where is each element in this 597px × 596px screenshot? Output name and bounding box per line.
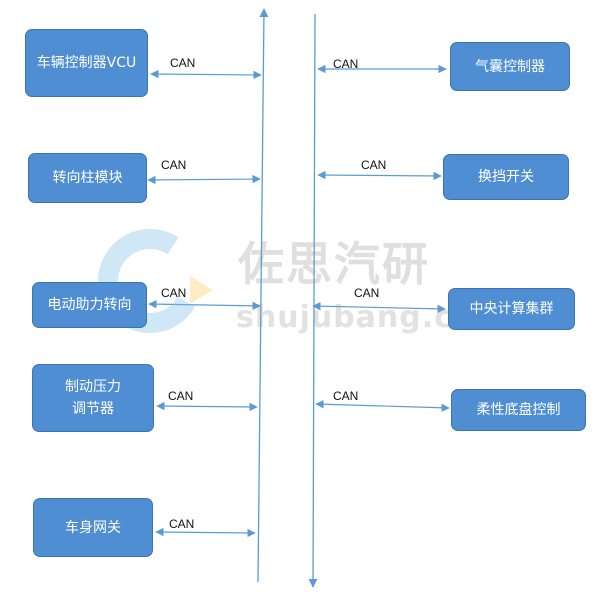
can-label-eps: CAN xyxy=(161,286,187,300)
node-gear-switch: 换挡开关 xyxy=(443,154,569,200)
node-body-gateway: 车身网关 xyxy=(33,498,153,557)
node-airbag: 气囊控制器 xyxy=(450,42,570,91)
node-eps: 电动助力转向 xyxy=(32,282,147,328)
can-label-brake-pressure: CAN xyxy=(168,389,194,403)
can-label-central-compute: CAN xyxy=(354,286,380,300)
left-connector-eps xyxy=(148,299,261,311)
node-flexible-chassis: 柔性底盘控制 xyxy=(451,389,586,431)
can-label-flexible-chassis: CAN xyxy=(333,389,359,403)
watermark-title: 佐思汽研 xyxy=(238,237,430,291)
left-connector-body-gateway xyxy=(155,527,256,538)
can-label-airbag: CAN xyxy=(333,57,359,71)
right-connector-central-compute xyxy=(312,301,446,314)
node-central-compute: 中央计算集群 xyxy=(448,288,575,330)
left-connector-steering-column xyxy=(147,174,261,185)
can-label-body-gateway: CAN xyxy=(169,517,195,531)
left-bus-line xyxy=(257,8,269,583)
node-steering-column: 转向柱模块 xyxy=(28,153,147,203)
can-label-gear-switch: CAN xyxy=(361,158,387,172)
can-label-vcu: CAN xyxy=(170,56,196,70)
right-bus-line xyxy=(308,13,318,588)
left-connector-vcu xyxy=(150,69,262,80)
left-connector-brake-pressure xyxy=(156,401,258,412)
node-brake-pressure: 制动压力 调节器 xyxy=(32,364,154,432)
can-label-steering-column: CAN xyxy=(161,158,187,172)
right-connector-flexible-chassis xyxy=(315,400,450,412)
node-vcu: 车辆控制器VCU xyxy=(25,29,148,97)
right-connector-gear-switch xyxy=(317,170,442,181)
